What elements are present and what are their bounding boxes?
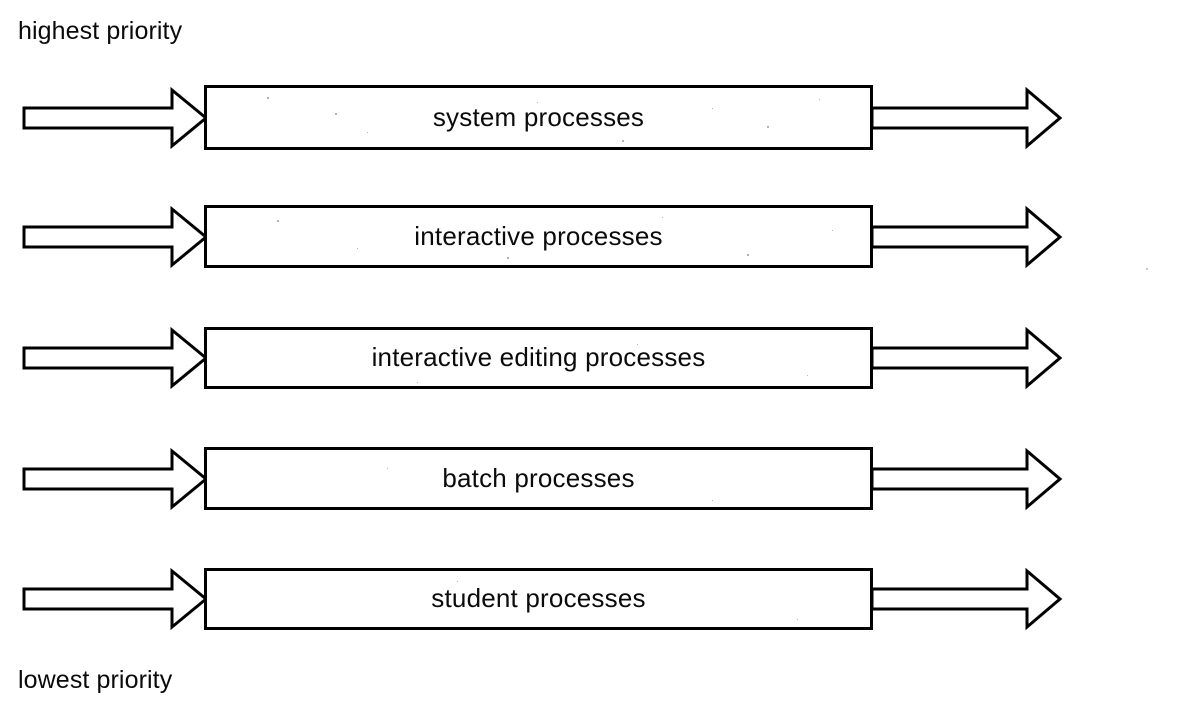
- queue-output-arrow: [870, 82, 1070, 159]
- queue-input-arrow: [22, 563, 212, 640]
- scan-artifact: [1146, 268, 1148, 270]
- lowest-priority-label: lowest priority: [18, 666, 173, 694]
- queue-label: system processes: [432, 101, 645, 132]
- queue-row: batch processes: [0, 447, 1200, 511]
- queue-label: batch processes: [442, 462, 635, 493]
- queue-output-arrow: [870, 322, 1070, 399]
- queue-label: interactive editing processes: [371, 342, 706, 372]
- queue-output-arrow: [870, 201, 1070, 278]
- queue-box[interactable]: interactive processes: [204, 205, 873, 268]
- queue-row: interactive processes: [0, 205, 1200, 269]
- queue-input-arrow: [22, 201, 212, 278]
- queue-box[interactable]: system processes: [204, 85, 873, 150]
- queue-box[interactable]: interactive editing processes: [204, 327, 873, 389]
- queue-row: system processes: [0, 85, 1200, 150]
- queue-label: student processes: [431, 583, 646, 613]
- highest-priority-label: highest priority: [18, 17, 183, 45]
- queue-output-arrow: [870, 563, 1070, 640]
- queue-input-arrow: [22, 82, 212, 159]
- queue-box[interactable]: batch processes: [204, 447, 873, 510]
- queue-box[interactable]: student processes: [204, 568, 873, 630]
- queue-row: interactive editing processes: [0, 326, 1200, 390]
- queue-label: interactive processes: [414, 220, 663, 251]
- queue-input-arrow: [22, 322, 212, 399]
- queue-row: student processes: [0, 567, 1200, 631]
- queue-input-arrow: [22, 443, 212, 520]
- queue-output-arrow: [870, 443, 1070, 520]
